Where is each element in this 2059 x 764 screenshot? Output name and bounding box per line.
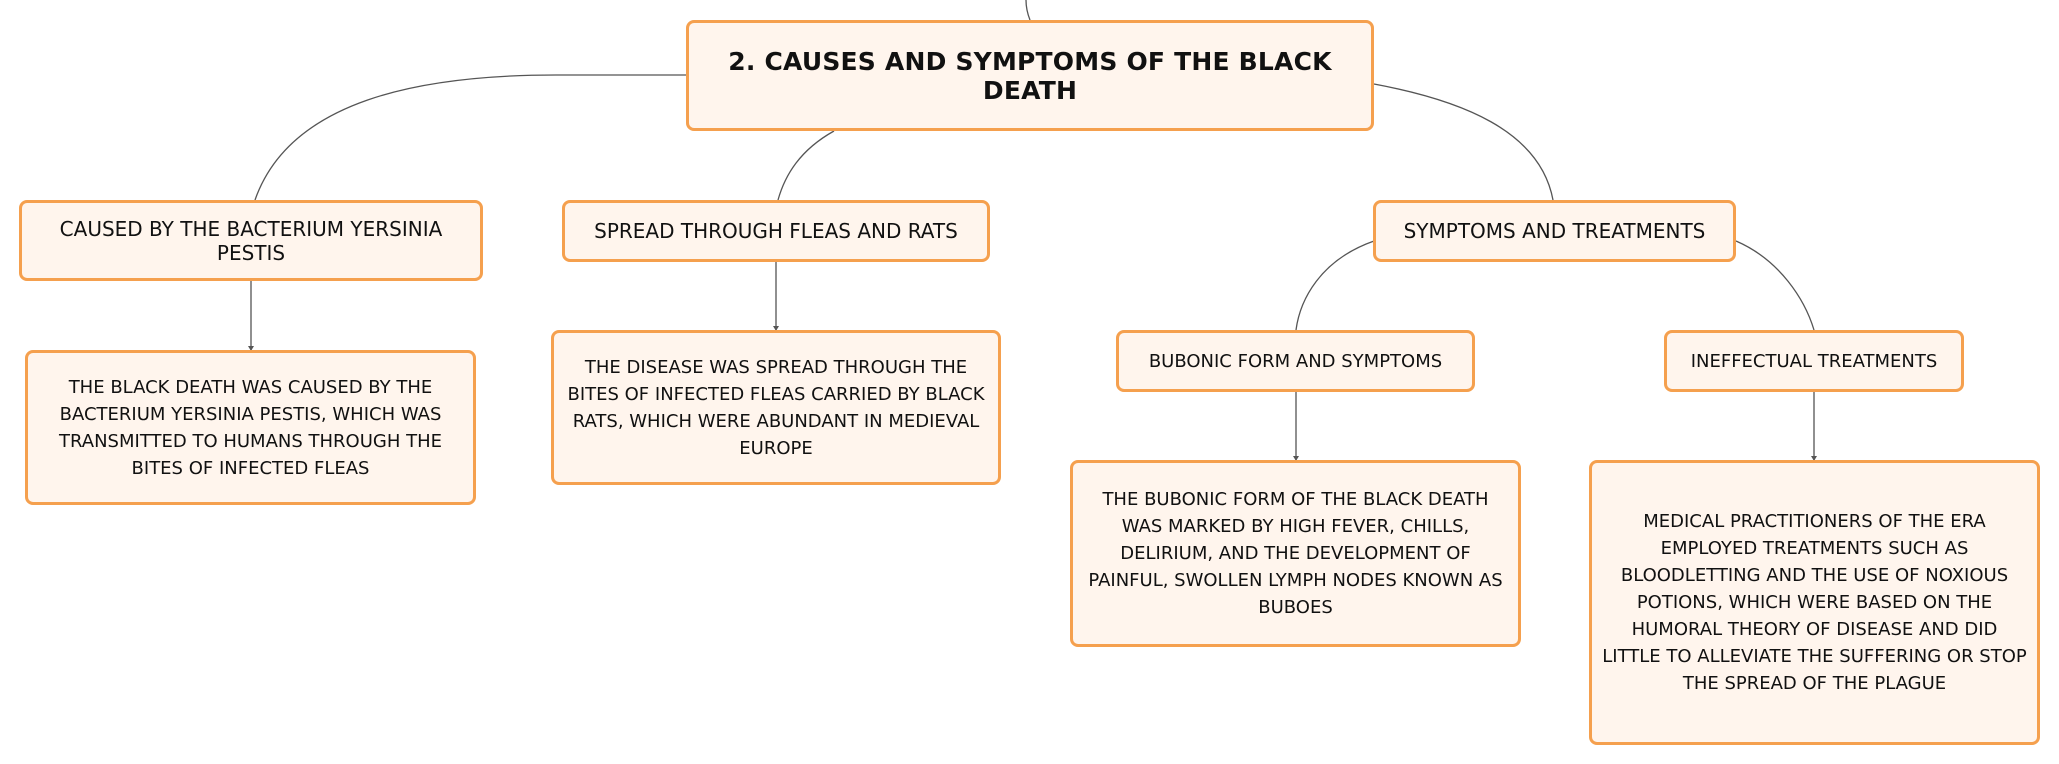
detail-caused-text: THE BLACK DEATH WAS CAUSED BY THE BACTER… xyxy=(59,376,442,479)
detail-ineffectual-text: MEDICAL PRACTITIONERS OF THE ERA EMPLOYE… xyxy=(1602,511,2027,694)
topic-caused-label: CAUSED BY THE BACTERIUM YERSINIA PESTIS xyxy=(59,216,443,265)
detail-bubonic-node[interactable]: THE BUBONIC FORM OF THE BLACK DEATH WAS … xyxy=(1070,460,1521,647)
arrowhead-spread-detail xyxy=(773,326,779,331)
connector-root-to-symptoms xyxy=(1373,83,1554,201)
connector-symptoms-to-ineffectual xyxy=(1735,240,1815,331)
root-topic-label: 2. CAUSES AND SYMPTOMS OF THE BLACK DEAT… xyxy=(728,46,1332,105)
arrowhead-bubonic-detail xyxy=(1293,456,1299,461)
connector-parent-to-root xyxy=(1025,0,1031,21)
detail-bubonic-text: THE BUBONIC FORM OF THE BLACK DEATH WAS … xyxy=(1088,489,1503,618)
detail-caused-node[interactable]: THE BLACK DEATH WAS CAUSED BY THE BACTER… xyxy=(25,350,476,505)
root-topic-node[interactable]: 2. CAUSES AND SYMPTOMS OF THE BLACK DEAT… xyxy=(686,20,1374,131)
topic-spread-label: SPREAD THROUGH FLEAS AND RATS xyxy=(594,219,958,243)
subtopic-bubonic-label: BUBONIC FORM AND SYMPTOMS xyxy=(1148,350,1443,372)
detail-ineffectual-node[interactable]: MEDICAL PRACTITIONERS OF THE ERA EMPLOYE… xyxy=(1589,460,2040,745)
connector-root-to-caused xyxy=(254,74,686,201)
topic-symptoms-node[interactable]: SYMPTOMS AND TREATMENTS xyxy=(1373,200,1736,262)
subtopic-ineffectual-label: INEFFECTUAL TREATMENTS xyxy=(1690,350,1938,372)
detail-spread-text: THE DISEASE WAS SPREAD THROUGH THE BITES… xyxy=(567,356,985,459)
topic-caused-node[interactable]: CAUSED BY THE BACTERIUM YERSINIA PESTIS xyxy=(19,200,483,281)
connector-symptoms-to-bubonic xyxy=(1295,240,1375,331)
arrowhead-caused-detail xyxy=(248,346,254,351)
subtopic-ineffectual-node[interactable]: INEFFECTUAL TREATMENTS xyxy=(1664,330,1964,392)
topic-symptoms-label: SYMPTOMS AND TREATMENTS xyxy=(1403,219,1706,243)
detail-spread-node[interactable]: THE DISEASE WAS SPREAD THROUGH THE BITES… xyxy=(551,330,1001,485)
arrowhead-ineffectual-detail xyxy=(1811,456,1817,461)
topic-spread-node[interactable]: SPREAD THROUGH FLEAS AND RATS xyxy=(562,200,990,262)
subtopic-bubonic-node[interactable]: BUBONIC FORM AND SYMPTOMS xyxy=(1116,330,1475,392)
connector-root-to-spread xyxy=(777,130,835,201)
